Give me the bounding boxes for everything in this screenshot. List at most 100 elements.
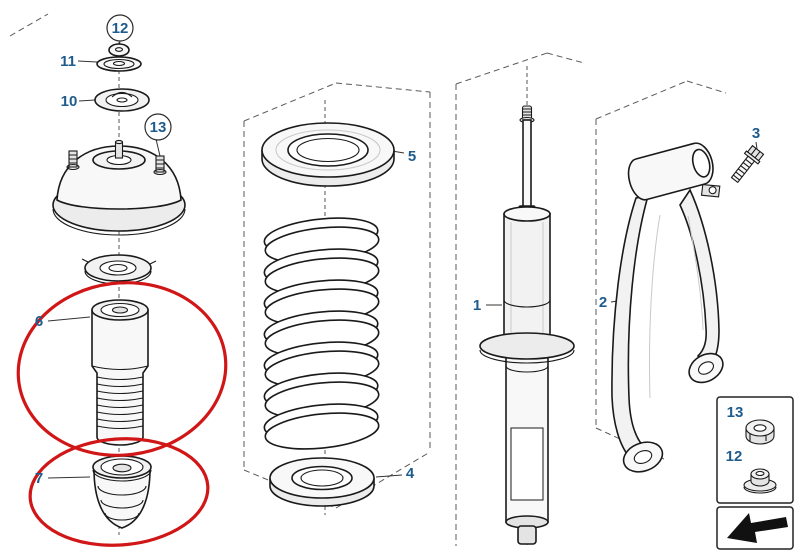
bump-stop-hole: [112, 463, 132, 473]
flange-nut-12: [743, 468, 777, 494]
fork-collar-opening: [691, 148, 711, 178]
callout-3[interactable]: 3: [752, 125, 760, 142]
highlight-circle-part7: [28, 437, 210, 547]
highlight-circle-part6: [16, 281, 228, 457]
inset-callout-12[interactable]: 12: [726, 448, 743, 465]
fork-collar: [627, 142, 721, 201]
spring-seat-thickness: [479, 349, 575, 364]
nut12-flange-thickness: [743, 486, 777, 494]
lower-pad-lip: [300, 469, 344, 487]
piston-rod: [522, 119, 532, 209]
dust-boot-seam: [91, 365, 149, 371]
callout-ring-12[interactable]: [106, 14, 134, 42]
coil-spring-part: [263, 217, 380, 450]
leader-line-10: [78, 99, 96, 102]
washer-plate-part: [77, 56, 142, 72]
callout-5[interactable]: 5: [408, 148, 416, 165]
bolt-threads: [732, 158, 753, 181]
strut-group-box: [455, 52, 585, 546]
mount-stud-left-base: [66, 163, 80, 171]
shock-absorber-part: [479, 105, 575, 545]
mount-stud-left-threads: [69, 154, 77, 164]
piston-rod-tip-threads: [523, 108, 531, 116]
retainer-notches: [81, 258, 157, 265]
lower-spring-pad-part: [269, 457, 403, 507]
corner-guide-line: [9, 13, 49, 37]
spring-group-box: [243, 82, 431, 509]
callout-12[interactable]: 12: [112, 20, 129, 37]
fork-right-leg: [679, 188, 720, 370]
part-label-sticker: [510, 427, 544, 501]
lower-tube-ring: [505, 365, 549, 373]
fork-clamp-ear-hole: [708, 186, 717, 195]
upper-pad-inner: [287, 133, 369, 167]
callout-2[interactable]: 2: [599, 294, 607, 311]
bump-stop-part: [47, 455, 152, 529]
fork-left-eye-hole: [633, 450, 653, 464]
mount-flange-thickness: [52, 208, 186, 236]
upper-pad-step: [275, 129, 381, 171]
bolt-shaft: [730, 155, 756, 184]
support-bearing-part: [78, 88, 150, 112]
callout-7[interactable]: 7: [35, 470, 43, 487]
leader-line-7: [47, 476, 91, 479]
spring-seat-flange: [479, 332, 575, 360]
hex-bolt-shape: [730, 144, 765, 184]
upper-spring-pad-part: [261, 122, 405, 187]
retainer-hole: [108, 263, 128, 273]
washer-plate-hole: [112, 60, 126, 67]
lock-nut-13: [745, 419, 775, 445]
leader-line-6: [47, 316, 91, 322]
callout-13[interactable]: 13: [150, 119, 167, 136]
fork-leg-contours: [649, 214, 704, 399]
leader-line-4: [375, 474, 403, 478]
upper-body-shading: [510, 222, 544, 336]
swing-support-fork-part: [610, 142, 724, 473]
callout-ring-13[interactable]: [144, 113, 172, 141]
strut-mount-part: [52, 138, 186, 236]
callout-11[interactable]: 11: [60, 53, 76, 70]
direction-arrow-icon: [727, 513, 788, 543]
coil-wire-bottom: [264, 412, 380, 450]
retainer-ring-part: [81, 254, 157, 285]
bump-stop-ribs: [97, 485, 147, 521]
mount-center-pin-tip: [114, 139, 124, 145]
washer-plate-contour: [103, 58, 135, 70]
upper-body-top: [503, 206, 551, 222]
cap-nut-part: [108, 40, 130, 57]
support-bearing-dome: [111, 91, 133, 98]
bottom-end-fitting: [517, 525, 537, 545]
callout-1[interactable]: 1: [473, 297, 481, 314]
inset-fastener-box: [716, 396, 794, 504]
callout-6[interactable]: 6: [35, 313, 43, 330]
dust-boot-body: [91, 309, 149, 446]
mount-stud-right-threads: [156, 159, 164, 169]
dust-boot-part: [47, 299, 149, 446]
nut12-hole: [755, 470, 765, 477]
dust-boot-top-hole: [111, 306, 129, 314]
upper-body-ring: [503, 299, 551, 308]
inset-callout-13[interactable]: 13: [727, 404, 744, 421]
leader-line-11: [77, 60, 98, 63]
bump-stop-flange-thickness: [92, 469, 152, 482]
inset-panel: [716, 396, 794, 550]
dust-boot-ribs: [96, 376, 144, 430]
callout-10[interactable]: 10: [61, 93, 78, 110]
nut13-hole: [753, 424, 767, 432]
fork-collar-body: [627, 142, 714, 201]
mount-center-pin: [114, 141, 124, 159]
mount-stud-right-base: [153, 168, 167, 176]
callout-4[interactable]: 4: [406, 465, 415, 482]
highlight-markers: [16, 281, 228, 547]
upper-pad-lip: [296, 137, 360, 163]
callouts: 12 11 10 13 6 7 5 4 1 2 3 13 12: [35, 14, 760, 487]
fork-group-box: [595, 80, 727, 460]
bump-stop-body: [93, 468, 151, 529]
hex-bolt-part: [730, 141, 765, 184]
support-bearing-hole: [116, 97, 128, 103]
fork-left-leg: [611, 195, 650, 462]
bolt-head-facets: [750, 148, 761, 159]
leader-line-3: [755, 141, 758, 150]
